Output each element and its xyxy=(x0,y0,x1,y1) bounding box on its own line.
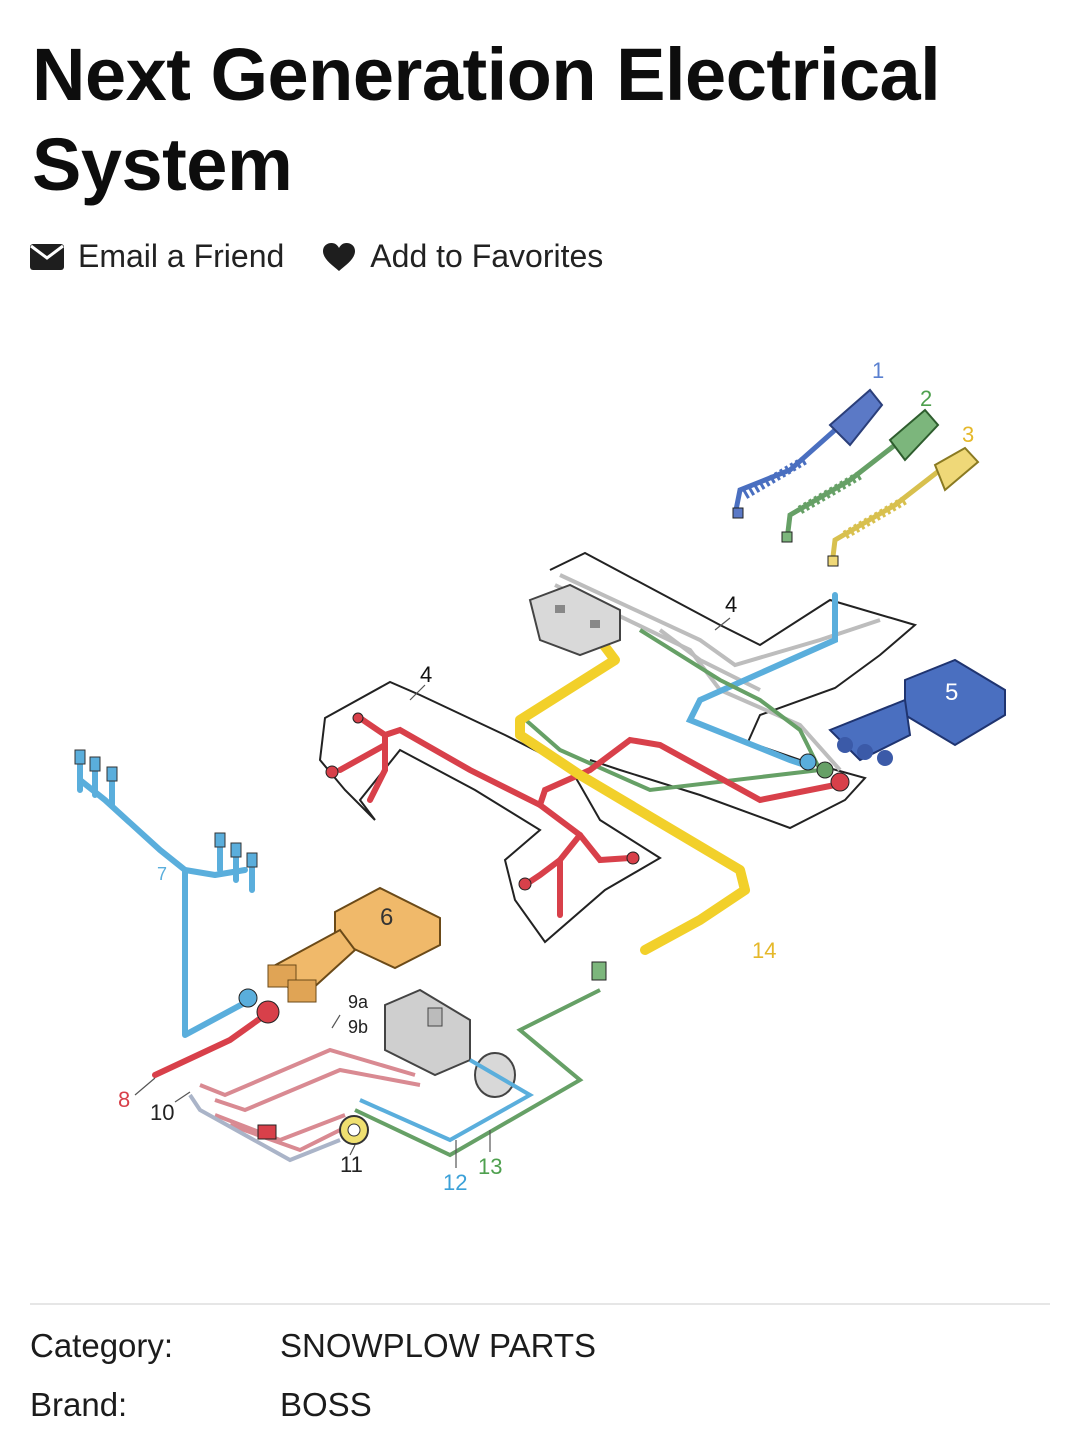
brand-value: BOSS xyxy=(280,1386,372,1423)
harness-connectors xyxy=(325,712,850,891)
brand-row: Brand: BOSS xyxy=(30,1386,372,1424)
email-friend-label: Email a Friend xyxy=(78,238,285,274)
control-handle-1 xyxy=(732,388,884,519)
green-wire-13 xyxy=(354,988,601,1158)
battery-box xyxy=(528,583,621,657)
category-row: Category: SNOWPLOW PARTS xyxy=(30,1327,596,1365)
callout-8: 8 xyxy=(118,1087,130,1112)
envelope-icon xyxy=(30,243,64,270)
pump-harness-red xyxy=(199,1047,421,1153)
harness-outline-left xyxy=(318,680,662,944)
product-actions: Email a Friend Add to Favorites xyxy=(30,238,641,275)
callout-3: 3 xyxy=(962,422,974,447)
blue-wire-7 xyxy=(77,757,255,1038)
callout-2: 2 xyxy=(920,386,932,411)
callout-10: 10 xyxy=(150,1100,174,1125)
callout-4-upper: 4 xyxy=(725,592,737,617)
callout-9b: 9b xyxy=(348,1017,368,1037)
red-wire-8 xyxy=(152,1012,268,1078)
module-6 xyxy=(267,886,441,1003)
harness-plug xyxy=(257,1124,277,1140)
pump-motor xyxy=(384,988,516,1098)
heart-icon xyxy=(322,242,356,272)
callout-1: 1 xyxy=(872,358,884,383)
red-connector-8 xyxy=(256,1000,280,1024)
email-friend-link[interactable]: Email a Friend xyxy=(30,238,284,275)
category-value: SNOWPLOW PARTS xyxy=(280,1327,596,1364)
control-handle-2 xyxy=(781,408,940,543)
callout-12: 12 xyxy=(443,1170,467,1195)
category-label: Category: xyxy=(30,1327,174,1364)
solenoid-11 xyxy=(339,1115,369,1145)
add-favorites-label: Add to Favorites xyxy=(370,238,604,274)
leader-lines xyxy=(134,617,731,1168)
callout-11: 11 xyxy=(340,1152,363,1177)
brand-label: Brand: xyxy=(30,1386,128,1423)
blue-wire-12 xyxy=(359,1058,535,1143)
page-title: Next Generation Electrical System xyxy=(32,33,941,206)
callout-4-left: 4 xyxy=(420,662,432,687)
add-favorites-link[interactable]: Add to Favorites xyxy=(322,238,603,275)
blue-connector-7 xyxy=(238,988,258,1008)
callout-13: 13 xyxy=(478,1154,502,1179)
green-wire-upper xyxy=(518,628,822,793)
callout-14: 14 xyxy=(752,938,776,963)
module-5 xyxy=(828,658,1006,766)
control-handle-3 xyxy=(827,446,980,567)
details-divider xyxy=(30,1303,1050,1305)
light-plugs xyxy=(74,749,258,868)
callout-labels: 1 2 3 4 4 5 6 7 8 9a 9b 10 11 12 13 14 xyxy=(118,358,974,1195)
callout-6: 6 xyxy=(380,904,393,931)
grey-wire-10 xyxy=(188,1093,341,1163)
callout-9a: 9a xyxy=(348,992,369,1012)
green-terminal xyxy=(591,961,607,981)
blue-wire-upper xyxy=(685,592,838,768)
harness-outline-upper xyxy=(549,551,918,830)
electrical-system-diagram: 1 2 3 4 4 5 6 7 8 9a 9b 10 11 12 13 14 xyxy=(74,358,1006,1195)
red-wire-main xyxy=(337,715,838,918)
callout-5: 5 xyxy=(945,679,958,706)
callout-7: 7 xyxy=(157,864,167,884)
